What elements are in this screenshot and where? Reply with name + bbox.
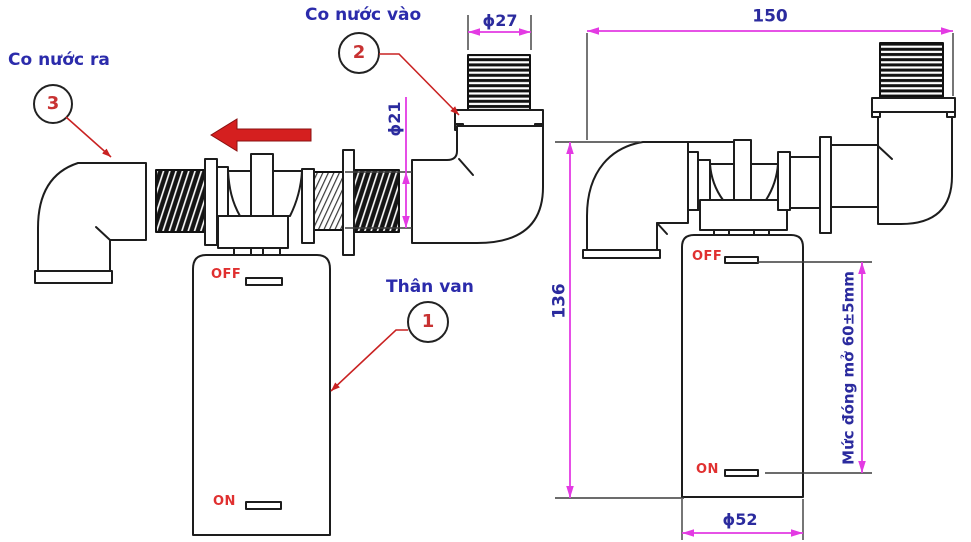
leader-2 [379,53,460,116]
callout-1: 1 [421,311,435,332]
dim-136: 136 [549,283,570,319]
inlet-stud-thread-2 [879,42,944,99]
valve-stem-2 [733,139,752,203]
callouts [33,32,460,392]
collar-right-2 [777,151,791,211]
callout-circle-2 [338,32,380,74]
callout-2: 2 [352,42,366,63]
inlet-stud-thread [467,54,531,112]
light-thread [313,171,344,231]
valve-body [192,254,331,536]
inlet-collar-2 [871,97,956,113]
inlet-elbow-2 [877,111,953,225]
outlet-elbow-2 [586,141,689,251]
outlet-label: Co nước ra [8,50,110,70]
off-slot-2 [724,256,759,264]
on-mark-left: ON [213,494,236,509]
leader-3 [65,116,112,158]
bonnet-base [217,215,289,249]
bonnet-base-2 [699,199,788,231]
callout-circle-3 [33,84,73,124]
inlet-elbow-detail [458,158,474,176]
neck-left-2 [709,163,735,201]
on-slot [245,501,282,510]
plate-2 [687,151,699,211]
valve-stem [250,153,274,217]
off-slot [245,277,283,286]
off-mark-right: OFF [692,249,723,264]
callout-3: 3 [46,93,60,114]
dim-phi21: ϕ21 [385,101,404,137]
flow-arrow [210,118,312,152]
valve-body-label: Thân van [386,277,474,297]
callout-circle-1 [407,301,449,343]
inlet-collar-foot-2 [946,111,956,118]
exploded-view [34,54,544,536]
inlet-collar-foot-2 [871,111,881,118]
dim-phi52: ϕ52 [722,510,758,529]
outlet-elbow-detail [95,226,111,241]
neck-right [272,170,303,217]
neck-left [227,170,253,217]
block-2 [789,156,822,209]
on-slot-2 [724,469,759,477]
flange-2 [819,136,832,234]
leader-1 [330,329,408,392]
flange-right [342,149,355,256]
neck-right-2 [750,163,779,201]
outlet-elbow [37,162,147,272]
outlet-elbow-lip [34,270,113,284]
dim-open-close-range: Mức đóng mở 60±5mm [839,271,858,465]
inlet-elbow [411,125,544,244]
dim-phi27: ϕ27 [482,11,518,30]
dimensioned-view [582,42,956,498]
outlet-elbow-detail-2 [656,222,668,235]
off-mark-left: OFF [211,267,242,282]
collar-right [301,168,315,244]
dim-150: 150 [752,6,788,27]
outlet-thread [155,169,207,233]
dimension-lines [402,27,953,537]
inlet-label: Co nước vào [305,5,422,25]
valve-body-2 [681,234,804,498]
pipe-2 [830,144,879,208]
inlet-thread [353,169,400,233]
on-mark-right: ON [696,462,719,477]
outlet-elbow-lip-2 [582,249,661,259]
inlet-collar [454,109,544,127]
flange-left [204,158,218,246]
collar-left [216,166,229,217]
inlet-elbow-detail-2 [877,145,893,160]
